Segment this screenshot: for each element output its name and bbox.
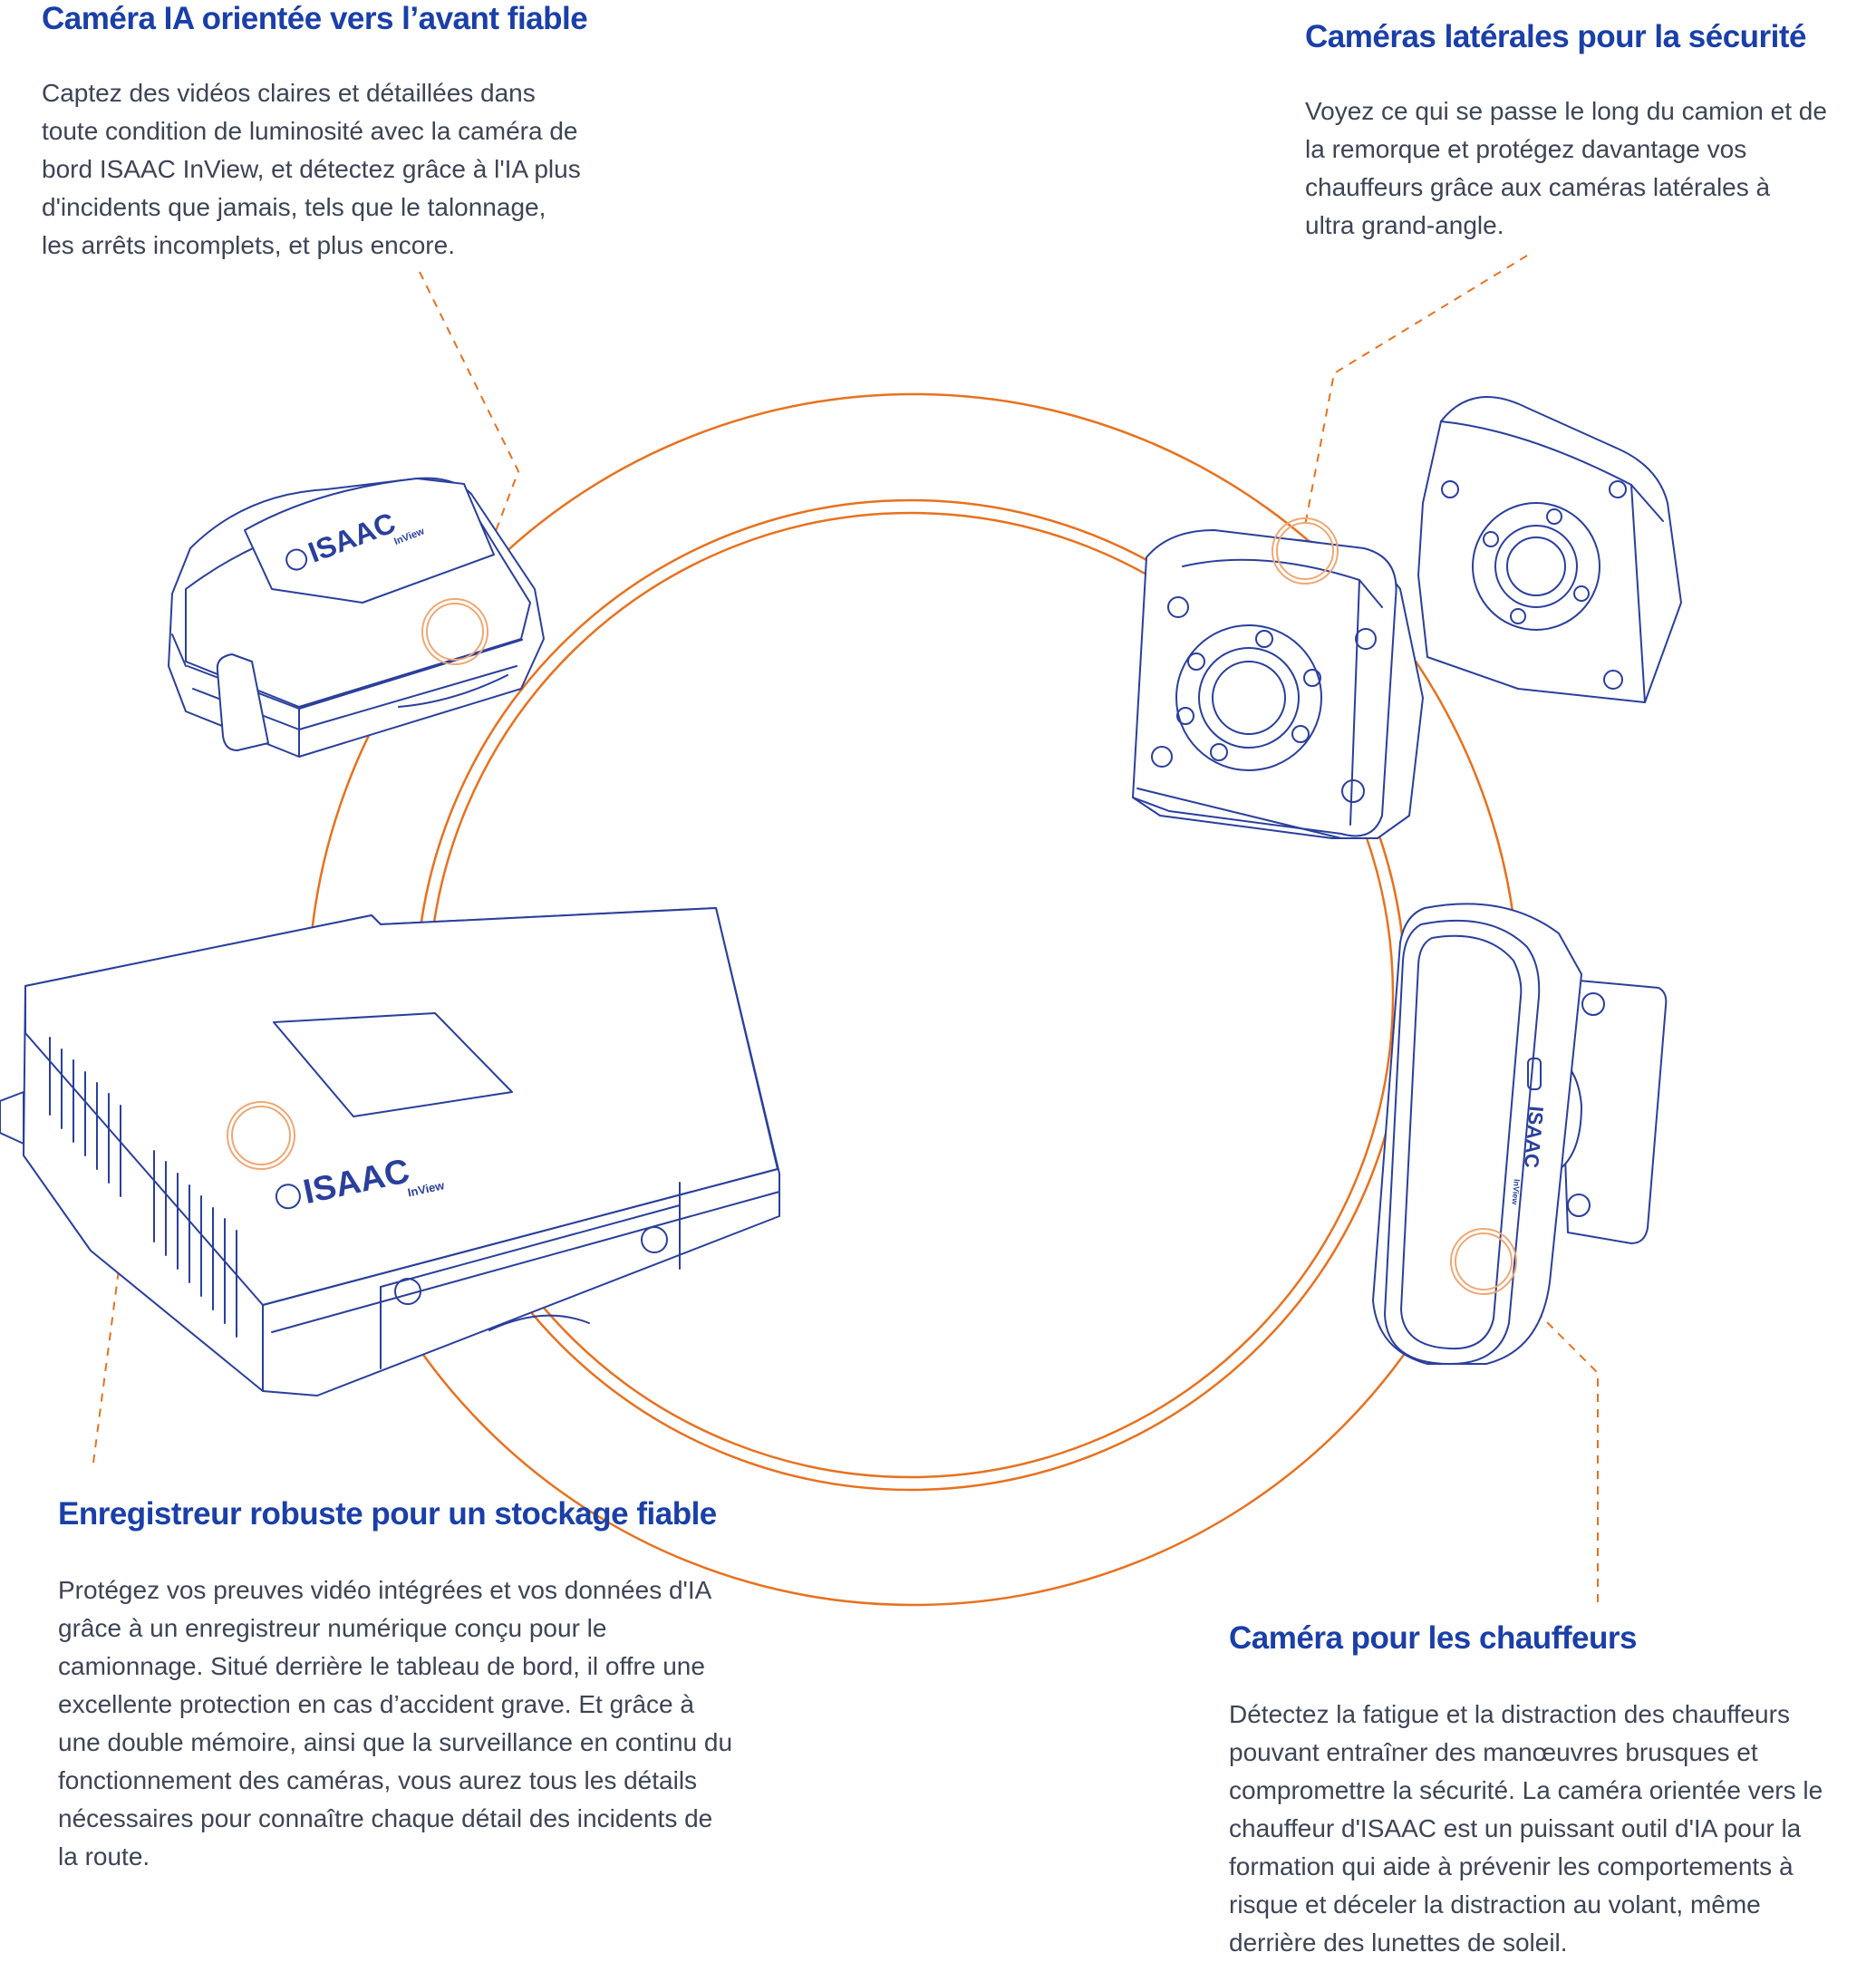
side-cameras-hotspot-icon xyxy=(1272,517,1339,585)
recorder-description: Protégez vos preuves vidéo intégrées et … xyxy=(58,1576,733,1870)
screw-icon xyxy=(1167,596,1189,618)
side-cameras-callout-line xyxy=(1304,255,1528,527)
front-camera-hotspot-icon xyxy=(421,598,488,665)
side-cameras-feature: Caméras latérales pour la sécurité Voyez… xyxy=(1305,18,1867,245)
recorder-screw-right xyxy=(641,1226,668,1253)
side-cameras-title: Caméras latérales pour la sécurité xyxy=(1305,19,1807,54)
front-camera-title: Caméra IA orientée vers l’avant fiable xyxy=(42,1,588,36)
driver-camera-hotspot-inner xyxy=(1455,1232,1513,1290)
driver-camera-sub-brand: InView xyxy=(1510,1179,1522,1206)
front-camera-hotspot-inner xyxy=(426,603,484,661)
side-cameras-device xyxy=(1132,396,1682,839)
front-camera-feature: Caméra IA orientée vers l’avant fiable C… xyxy=(42,0,658,265)
recorder-title: Enregistreur robuste pour un stockage fi… xyxy=(58,1496,717,1532)
recorder-feature: Enregistreur robuste pour un stockage fi… xyxy=(58,1495,783,1876)
front-camera-callout-line xyxy=(419,271,520,592)
front-camera-device: ISAAC InView xyxy=(168,477,545,758)
recorder-fins-left xyxy=(49,1037,121,1197)
recorder-hotspot-icon xyxy=(227,1101,295,1170)
side-cameras-description: Voyez ce qui se passe le long du camion … xyxy=(1305,97,1827,239)
driver-camera-hotspot-icon xyxy=(1450,1228,1517,1295)
front-camera-description: Captez des vidéos claires et détaillées … xyxy=(42,79,581,259)
driver-camera-device: ISAAC InView xyxy=(1372,903,1668,1365)
recorder-fins-right xyxy=(153,1150,237,1338)
recorder-hotspot-inner xyxy=(231,1106,291,1165)
driver-camera-description: Détectez la fatigue et la distraction de… xyxy=(1229,1700,1823,1957)
recorder-screw-left xyxy=(394,1278,421,1305)
driver-camera-brand: ISAAC xyxy=(1520,1106,1548,1169)
driver-camera-title: Caméra pour les chauffeurs xyxy=(1229,1620,1637,1656)
side-cameras-hotspot-inner xyxy=(1276,522,1334,580)
driver-camera-callout-line xyxy=(1522,1297,1599,1602)
driver-camera-feature: Caméra pour les chauffeurs Détectez la f… xyxy=(1229,1619,1863,1962)
recorder-device: ISAAC InView xyxy=(0,907,780,1397)
